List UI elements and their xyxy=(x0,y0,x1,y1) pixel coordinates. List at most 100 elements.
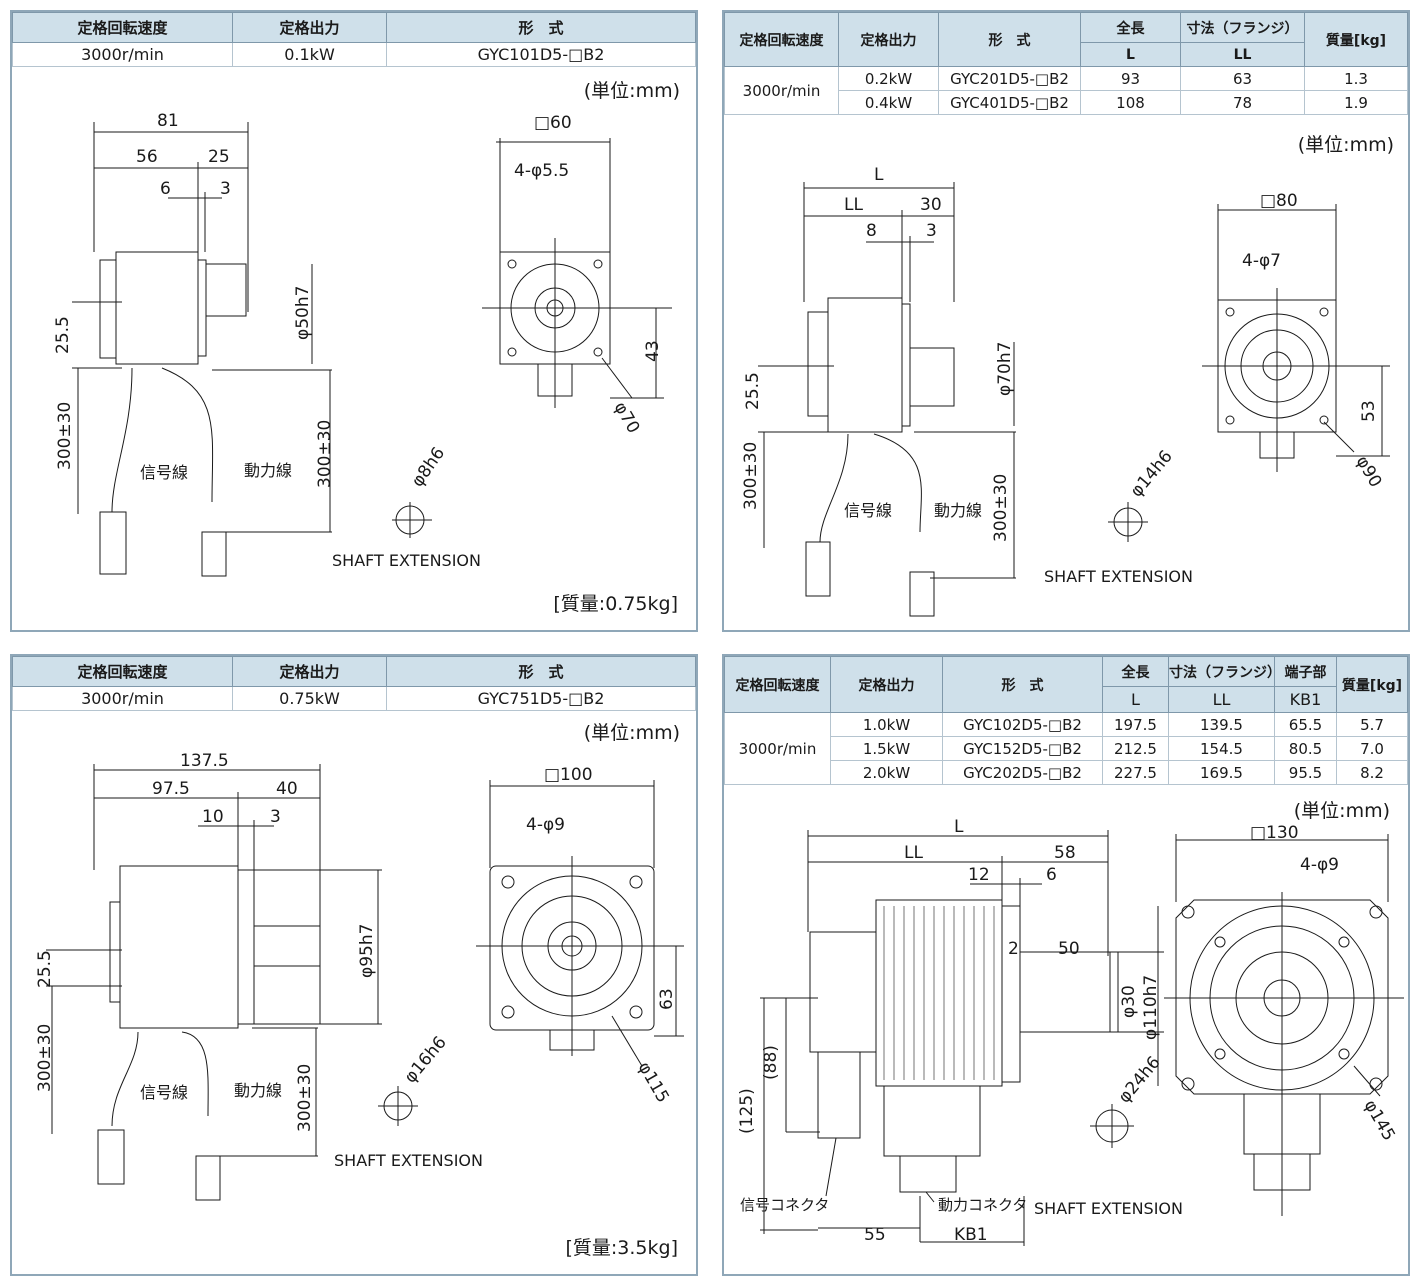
dim-55: 55 xyxy=(864,1225,886,1245)
power-line-label: 動力線 xyxy=(234,1081,282,1100)
dim-shaft-dia: φ95h7 xyxy=(357,924,377,978)
header-model: 形 式 xyxy=(942,656,1103,713)
cell-output: 1.0kW xyxy=(830,712,943,737)
shaft-extension-label: SHAFT EXTENSION xyxy=(332,551,481,570)
dim-shaft-dia: φ30 xyxy=(1119,985,1139,1018)
dim-height: 43 xyxy=(643,340,663,362)
spec-table: 定格回転速度 定格出力 形 式 3000r/min 0.75kW GYC751D… xyxy=(12,656,696,711)
mass-label: [質量:0.75kg] xyxy=(553,593,678,615)
cell-model: GYC201D5-□B2 xyxy=(938,66,1081,91)
cell-KB1: 80.5 xyxy=(1274,736,1337,761)
cell-output: 2.0kW xyxy=(830,760,943,785)
spec-table: 定格回転速度 定格出力 形 式 3000r/min 0.1kW GYC101D5… xyxy=(12,12,696,67)
dim-b: 3 xyxy=(220,179,231,199)
cell-speed: 3000r/min xyxy=(724,712,831,785)
motor-drawing: 137.5 97.5 40 10 3 25.5 φ95h7 300±30 300… xyxy=(35,751,684,1201)
panel-gyc101: 定格回転速度 定格出力 形 式 3000r/min 0.1kW GYC101D5… xyxy=(10,10,698,632)
cell-KB1: 65.5 xyxy=(1274,712,1337,737)
cell-mass: 8.2 xyxy=(1336,760,1408,785)
header-speed: 定格回転速度 xyxy=(12,12,233,43)
dim-holes: 4-φ7 xyxy=(1242,251,1281,271)
header-speed: 定格回転速度 xyxy=(724,656,831,713)
cell-model: GYC751D5-□B2 xyxy=(386,686,696,711)
dim-height: 53 xyxy=(1359,400,1379,422)
dim-cable1: 300±30 xyxy=(55,402,75,470)
power-line-label: 動力線 xyxy=(934,501,982,520)
motor-drawing: L LL 30 8 3 25.5 φ70h7 300±30 300±30 信号線… xyxy=(741,165,1390,617)
cell-output: 0.75kW xyxy=(232,686,387,711)
header-output: 定格出力 xyxy=(838,12,939,67)
spec-table: 定格回転速度 定格出力 形 式 全長 寸法（フランジ） 端子部 質量[kg] L… xyxy=(724,656,1408,785)
dim-a: 8 xyxy=(866,221,877,241)
dim-LL: 56 xyxy=(136,147,158,167)
dim-h: 25.5 xyxy=(35,950,55,988)
mass-label: [質量:3.5kg] xyxy=(565,1237,678,1259)
cell-KB1: 95.5 xyxy=(1274,760,1337,785)
subheader-L: L xyxy=(1080,42,1181,67)
panel-gyc201-401: 定格回転速度 定格出力 形 式 全長 寸法（フランジ） 質量[kg] L LL … xyxy=(722,10,1410,632)
cell-model: GYC401D5-□B2 xyxy=(938,90,1081,115)
header-model: 形 式 xyxy=(386,656,696,687)
cell-mass: 5.7 xyxy=(1336,712,1408,737)
cell-output: 0.2kW xyxy=(838,66,939,91)
dim-holes: 4-φ9 xyxy=(526,815,565,835)
dim-KL: 30 xyxy=(920,195,942,215)
cell-output: 1.5kW xyxy=(830,736,943,761)
dim-88: (88) xyxy=(761,1045,781,1080)
unit-label: (単位:mm) xyxy=(1293,800,1390,822)
dim-125: (125) xyxy=(737,1088,757,1134)
cell-speed: 3000r/min xyxy=(12,42,233,67)
cell-speed: 3000r/min xyxy=(12,686,233,711)
dim-LL: 97.5 xyxy=(152,779,190,799)
cell-L: 227.5 xyxy=(1102,760,1169,785)
subheader-LL: LL xyxy=(1180,42,1305,67)
dim-pcd: φ115 xyxy=(634,1059,673,1107)
dim-flange: □130 xyxy=(1250,823,1299,843)
dim-KB1: KB1 xyxy=(954,1225,988,1245)
header-model: 形 式 xyxy=(938,12,1081,67)
cell-LL: 78 xyxy=(1180,90,1305,115)
dim-LL: LL xyxy=(904,843,923,863)
cell-L: 212.5 xyxy=(1102,736,1169,761)
dim-L: L xyxy=(874,165,884,185)
dim-cable2: 300±30 xyxy=(295,1064,315,1132)
dim-cable2: 300±30 xyxy=(315,420,335,488)
unit-label: (単位:mm) xyxy=(583,722,680,744)
dim-b: 3 xyxy=(270,807,281,827)
shaft-extension-label: SHAFT EXTENSION xyxy=(1034,1199,1183,1218)
dim-flange: □60 xyxy=(534,113,572,133)
motor-drawing: L LL 58 12 6 2 50 φ30 φ110h7 (125) (88) … xyxy=(737,817,1404,1246)
header-terminal: 端子部 xyxy=(1274,656,1337,687)
power-connector-label: 動力コネクタ xyxy=(938,1196,1027,1214)
dim-h: 25.5 xyxy=(53,316,73,354)
dim-flange-dia: φ110h7 xyxy=(1141,975,1161,1040)
signal-line-label: 信号線 xyxy=(140,463,188,482)
panel-gyc102-202: 定格回転速度 定格出力 形 式 全長 寸法（フランジ） 端子部 質量[kg] L… xyxy=(722,654,1410,1276)
cell-model: GYC202D5-□B2 xyxy=(942,760,1103,785)
power-line-label: 動力線 xyxy=(244,461,292,480)
spec-table: 定格回転速度 定格出力 形 式 全長 寸法（フランジ） 質量[kg] L LL … xyxy=(724,12,1408,115)
dim-cable2: 300±30 xyxy=(991,474,1011,542)
header-mass: 質量[kg] xyxy=(1304,12,1408,67)
unit-label: (単位:mm) xyxy=(583,80,680,102)
dim-a: 12 xyxy=(968,865,990,885)
dim-holes: 4-φ9 xyxy=(1300,855,1339,875)
dim-cable1: 300±30 xyxy=(35,1024,55,1092)
dim-cable1: 300±30 xyxy=(741,442,761,510)
unit-label: (単位:mm) xyxy=(1297,134,1394,156)
panel-gyc751: 定格回転速度 定格出力 形 式 3000r/min 0.75kW GYC751D… xyxy=(10,654,698,1276)
cell-mass: 7.0 xyxy=(1336,736,1408,761)
dim-flange: □100 xyxy=(544,765,593,785)
signal-connector-label: 信号コネクタ xyxy=(740,1196,829,1214)
dim-KL: 25 xyxy=(208,147,230,167)
dim-height: 63 xyxy=(657,988,677,1010)
subheader-L: L xyxy=(1102,686,1169,713)
shaft-extension-label: SHAFT EXTENSION xyxy=(334,1151,483,1170)
shaft-extension-label: SHAFT EXTENSION xyxy=(1044,567,1193,586)
dim-a: 10 xyxy=(202,807,224,827)
dim-h: 25.5 xyxy=(743,372,763,410)
dim-pcd: φ90 xyxy=(1352,453,1386,491)
dim-b: 6 xyxy=(1046,865,1057,885)
dim-d: 50 xyxy=(1058,939,1080,959)
dim-flange: □80 xyxy=(1260,191,1298,211)
